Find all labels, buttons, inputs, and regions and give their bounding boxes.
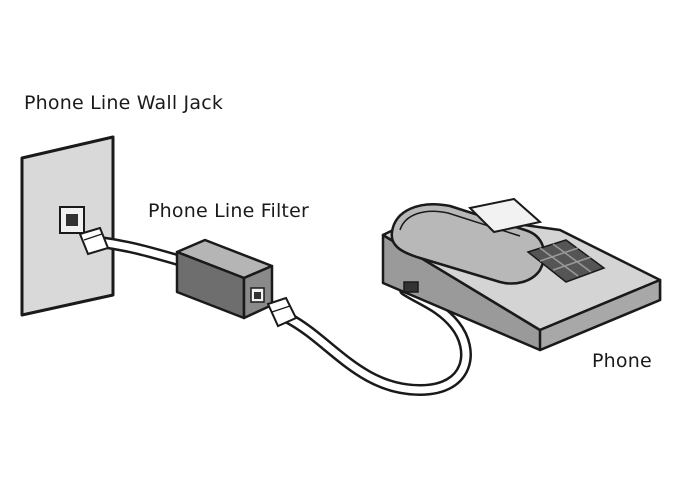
wall-plug (78, 226, 110, 256)
filter-plug (266, 296, 298, 328)
cable-filter-to-phone (282, 284, 472, 397)
wall-jack-plate (20, 135, 115, 317)
cable-wall-to-filter (94, 236, 191, 268)
filter-label: Phone Line Filter (148, 200, 309, 222)
telephone (381, 197, 662, 352)
wall-jack-socket (59, 206, 85, 234)
phone-line-filter (175, 238, 274, 320)
phone-label: Phone (592, 350, 652, 372)
keypad (526, 239, 606, 283)
wall-jack-label: Phone Line Wall Jack (24, 92, 224, 114)
